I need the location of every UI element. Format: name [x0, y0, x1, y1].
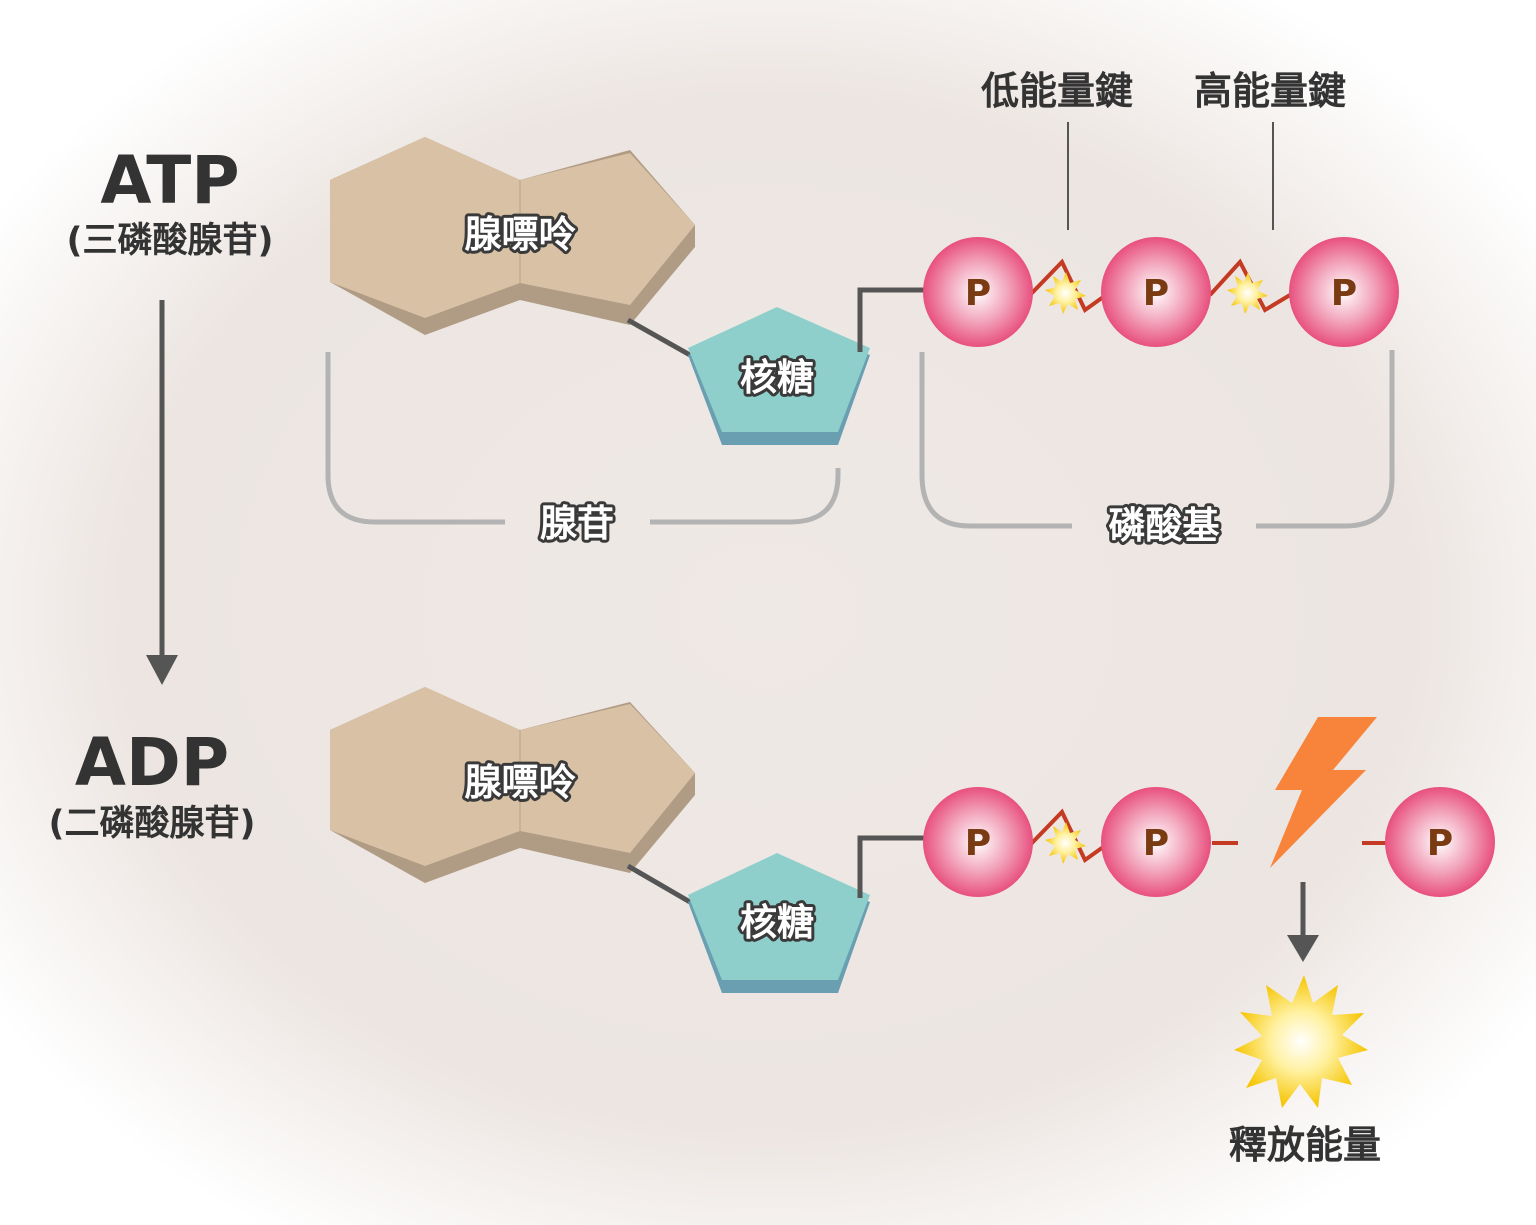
atp-bond-spark-1 [1045, 272, 1086, 314]
phosphate-group-label: 磷酸基 [1109, 504, 1220, 547]
released-phosphate-label: P [1427, 823, 1453, 864]
adp-adenine-shape [330, 687, 695, 883]
adp-ribose-shape [688, 853, 870, 993]
phosphate-group-bracket [919, 350, 1395, 529]
atp-title: ATP [100, 142, 239, 219]
atp-ribose-phosphate-link [857, 287, 925, 352]
high-energy-bond-label: 高能量鍵 [1194, 69, 1346, 113]
conversion-arrow [146, 300, 178, 685]
energy-starburst-icon [1234, 975, 1368, 1108]
atp-ribose-label: 核糖 [740, 356, 814, 399]
atp-fullname: (三磷酸腺苷) [67, 221, 274, 261]
released-phosphate: P [1385, 787, 1495, 897]
energy-release-label: 釋放能量 [1229, 1123, 1381, 1167]
low-energy-bond-label: 低能量鍵 [981, 69, 1133, 113]
adp-title: ADP [75, 724, 229, 801]
energy-release-arrow [1287, 882, 1319, 962]
adp-phosphate-2-label: P [1143, 823, 1169, 864]
lightning-icon [1270, 717, 1377, 868]
atp-ribose-shape [688, 307, 870, 445]
atp-phosphate-3: P [1289, 237, 1399, 347]
adp-ribose-phosphate-link [857, 835, 925, 898]
atp-adenine-shape [330, 137, 695, 335]
adenosine-label: 腺苷 [540, 502, 614, 545]
adp-bond-spark [1045, 822, 1086, 864]
adp-phosphate-1-label: P [965, 823, 991, 864]
adp-ribose-label: 核糖 [740, 901, 814, 944]
atp-bond-spark-2 [1227, 272, 1268, 314]
atp-phosphate-3-label: P [1331, 273, 1357, 314]
atp-phosphate-1: P [923, 237, 1033, 347]
adp-phosphate-1: P [923, 787, 1033, 897]
atp-phosphate-1-label: P [965, 273, 991, 314]
atp-adenine-label: 腺嘌呤 [465, 213, 577, 256]
atp-adenine-ribose-link [626, 317, 692, 358]
adp-fullname: (二磷酸腺苷) [49, 804, 256, 844]
adenosine-bracket [325, 352, 841, 525]
atp-phosphate-2-label: P [1143, 273, 1169, 314]
adp-adenine-label: 腺嘌呤 [465, 761, 577, 804]
adp-adenine-ribose-link [626, 863, 692, 905]
atp-phosphate-2: P [1101, 237, 1211, 347]
adp-phosphate-2: P [1101, 787, 1211, 897]
